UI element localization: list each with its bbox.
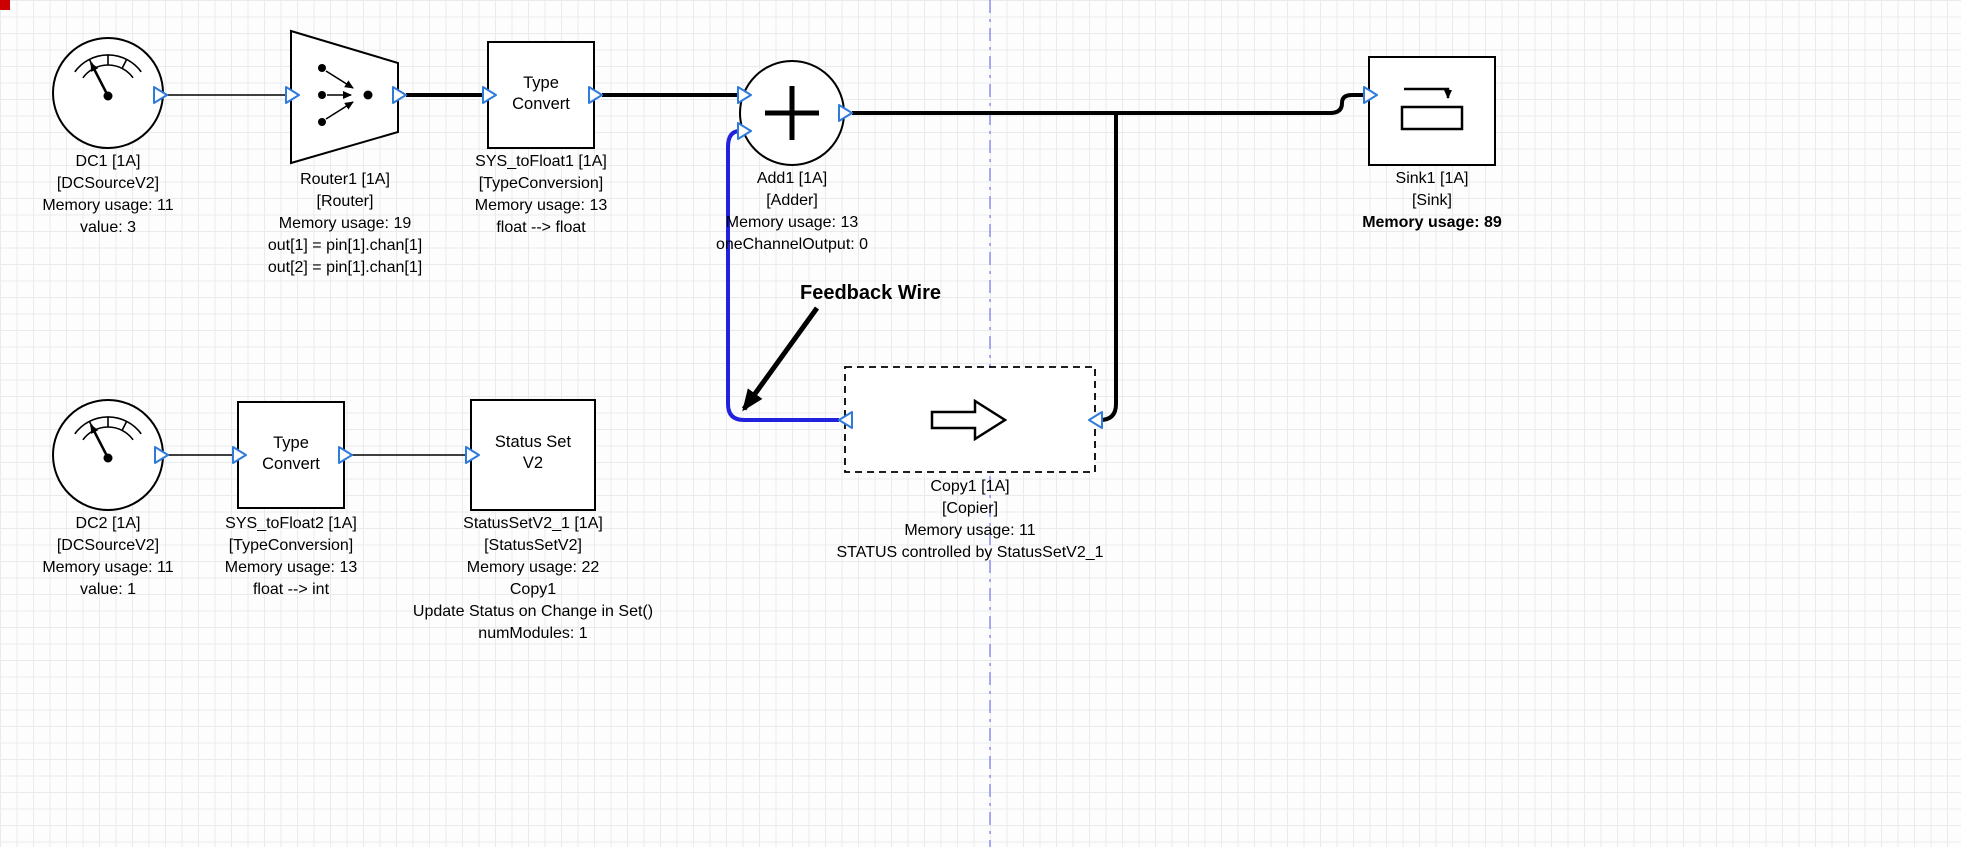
sink1-label: Sink1 [1A] [Sink] Memory usage: 89	[1312, 168, 1552, 234]
label-line: [TypeConversion]	[478, 175, 604, 192]
label-line: Update Status on Change in Set()	[412, 603, 654, 620]
dc1-label: DC1 [1A] [DCSourceV2] Memory usage: 11 v…	[0, 151, 218, 239]
copy1-input-pin[interactable]	[1088, 411, 1103, 429]
label-line: float --> float	[496, 219, 586, 236]
label-line: SYS_toFloat2 [1A]	[225, 515, 357, 532]
module-dc2[interactable]	[52, 399, 164, 511]
statusset-block-text: Status Set V2	[471, 432, 595, 474]
module-copy1[interactable]	[844, 366, 1096, 473]
label-line: DC2 [1A]	[75, 515, 141, 532]
label-line: value: 1	[79, 581, 137, 598]
tofloat2-output-pin[interactable]	[338, 446, 353, 464]
label-line: value: 3	[79, 219, 137, 236]
router1-output-pin[interactable]	[392, 86, 407, 104]
label-line: Router1 [1A]	[300, 171, 390, 188]
label-line: Sink1 [1A]	[1395, 170, 1469, 187]
origin-marker	[0, 0, 10, 10]
label-line: STATUS controlled by StatusSetV2_1	[836, 544, 1104, 561]
module-add1[interactable]	[739, 60, 845, 166]
feedback-annotation-arrow	[741, 306, 820, 412]
tofloat1-block-text: Type Convert	[488, 73, 594, 115]
label-line: Status Set	[494, 433, 572, 451]
tofloat2-label: SYS_toFloat2 [1A] [TypeConversion] Memor…	[171, 513, 411, 601]
router1-body[interactable]	[290, 29, 399, 165]
label-line: Add1 [1A]	[756, 170, 828, 187]
add1-input2-pin[interactable]	[737, 122, 752, 140]
sink1-body[interactable]	[1368, 56, 1496, 166]
wire-add1-copy1-branch[interactable]	[1099, 113, 1118, 422]
dc2-output-pin[interactable]	[154, 446, 169, 464]
copy1-label: Copy1 [1A] [Copier] Memory usage: 11 STA…	[775, 476, 1165, 564]
label-line: Memory usage: 11	[42, 197, 174, 214]
dc2-label: DC2 [1A] [DCSourceV2] Memory usage: 11 v…	[0, 513, 218, 601]
add1-input1-pin[interactable]	[737, 86, 752, 104]
label-line: Memory usage: 13	[725, 214, 859, 231]
label-line: [TypeConversion]	[228, 537, 354, 554]
dc1-output-pin[interactable]	[153, 86, 168, 104]
copy1-output-pin[interactable]	[838, 411, 853, 429]
label-line: V2	[522, 454, 544, 472]
label-line: StatusSetV2_1 [1A]	[463, 515, 603, 532]
label-line: Memory usage: 13	[224, 559, 358, 576]
add1-output-pin[interactable]	[838, 104, 853, 122]
label-line: Memory usage: 11	[904, 522, 1036, 539]
right-arrow-icon	[930, 398, 1008, 442]
analog-meter-icon	[74, 416, 142, 463]
label-line: [DCSourceV2]	[56, 175, 160, 192]
label-line: out[1] = pin[1].chan[1]	[267, 237, 423, 254]
analog-meter-icon	[74, 54, 142, 101]
statusset-input-pin[interactable]	[465, 446, 480, 464]
label-line: Memory usage: 11	[42, 559, 174, 576]
label-line: out[2] = pin[1].chan[1]	[267, 259, 423, 276]
buffer-write-icon	[1400, 87, 1464, 131]
sink1-memory-usage-bold: Memory usage: 89	[1362, 214, 1502, 231]
plus-icon	[765, 86, 819, 140]
router1-input-pin[interactable]	[285, 86, 300, 104]
tofloat2-input-pin[interactable]	[232, 446, 247, 464]
module-sys-tofloat1[interactable]	[487, 41, 595, 149]
add1-label: Add1 [1A] [Adder] Memory usage: 13 oneCh…	[662, 168, 922, 256]
statusset-label: StatusSetV2_1 [1A] [StatusSetV2] Memory …	[373, 513, 693, 645]
label-line: oneChannelOutput: 0	[715, 236, 869, 253]
feedback-wire-annotation: Feedback Wire	[800, 282, 941, 304]
tofloat2-block-text: Type Convert	[238, 433, 344, 475]
module-sys-tofloat2[interactable]	[237, 401, 345, 509]
label-line: Memory usage: 22	[466, 559, 600, 576]
module-router1[interactable]	[290, 29, 399, 165]
label-line: float --> int	[252, 581, 330, 598]
router1-label: Router1 [1A] [Router] Memory usage: 19 o…	[225, 169, 465, 279]
label-line: Convert	[512, 95, 570, 113]
tofloat1-label: SYS_toFloat1 [1A] [TypeConversion] Memor…	[421, 151, 661, 239]
label-line: [Copier]	[941, 500, 999, 517]
label-line: [StatusSetV2]	[484, 537, 582, 554]
label-line: [Router]	[316, 193, 374, 210]
sink1-input-pin[interactable]	[1363, 86, 1378, 104]
label-line: SYS_toFloat1 [1A]	[475, 153, 607, 170]
tofloat1-input-pin[interactable]	[482, 86, 497, 104]
module-dc1[interactable]	[52, 37, 164, 149]
signal-routing-icon	[318, 64, 373, 126]
label-line: [DCSourceV2]	[56, 537, 160, 554]
label-line: [Sink]	[1411, 192, 1452, 209]
label-line: Memory usage: 13	[474, 197, 608, 214]
tofloat1-output-pin[interactable]	[588, 86, 603, 104]
label-line: Copy1 [1A]	[930, 478, 1010, 495]
label-line: Memory usage: 19	[278, 215, 412, 232]
wire-add1-sink1[interactable]	[852, 93, 1364, 115]
wire-feedback-copy1-add1[interactable]	[726, 129, 839, 422]
module-statussetv2-1[interactable]	[470, 399, 596, 511]
label-line: Copy1	[509, 581, 557, 598]
label-line: DC1 [1A]	[75, 153, 141, 170]
label-line: Type	[523, 74, 559, 92]
label-line: Convert	[262, 455, 320, 473]
label-line: Type	[273, 434, 309, 452]
module-sink1[interactable]	[1368, 56, 1496, 166]
label-line: [Adder]	[766, 192, 818, 209]
label-line: numModules: 1	[478, 625, 588, 642]
